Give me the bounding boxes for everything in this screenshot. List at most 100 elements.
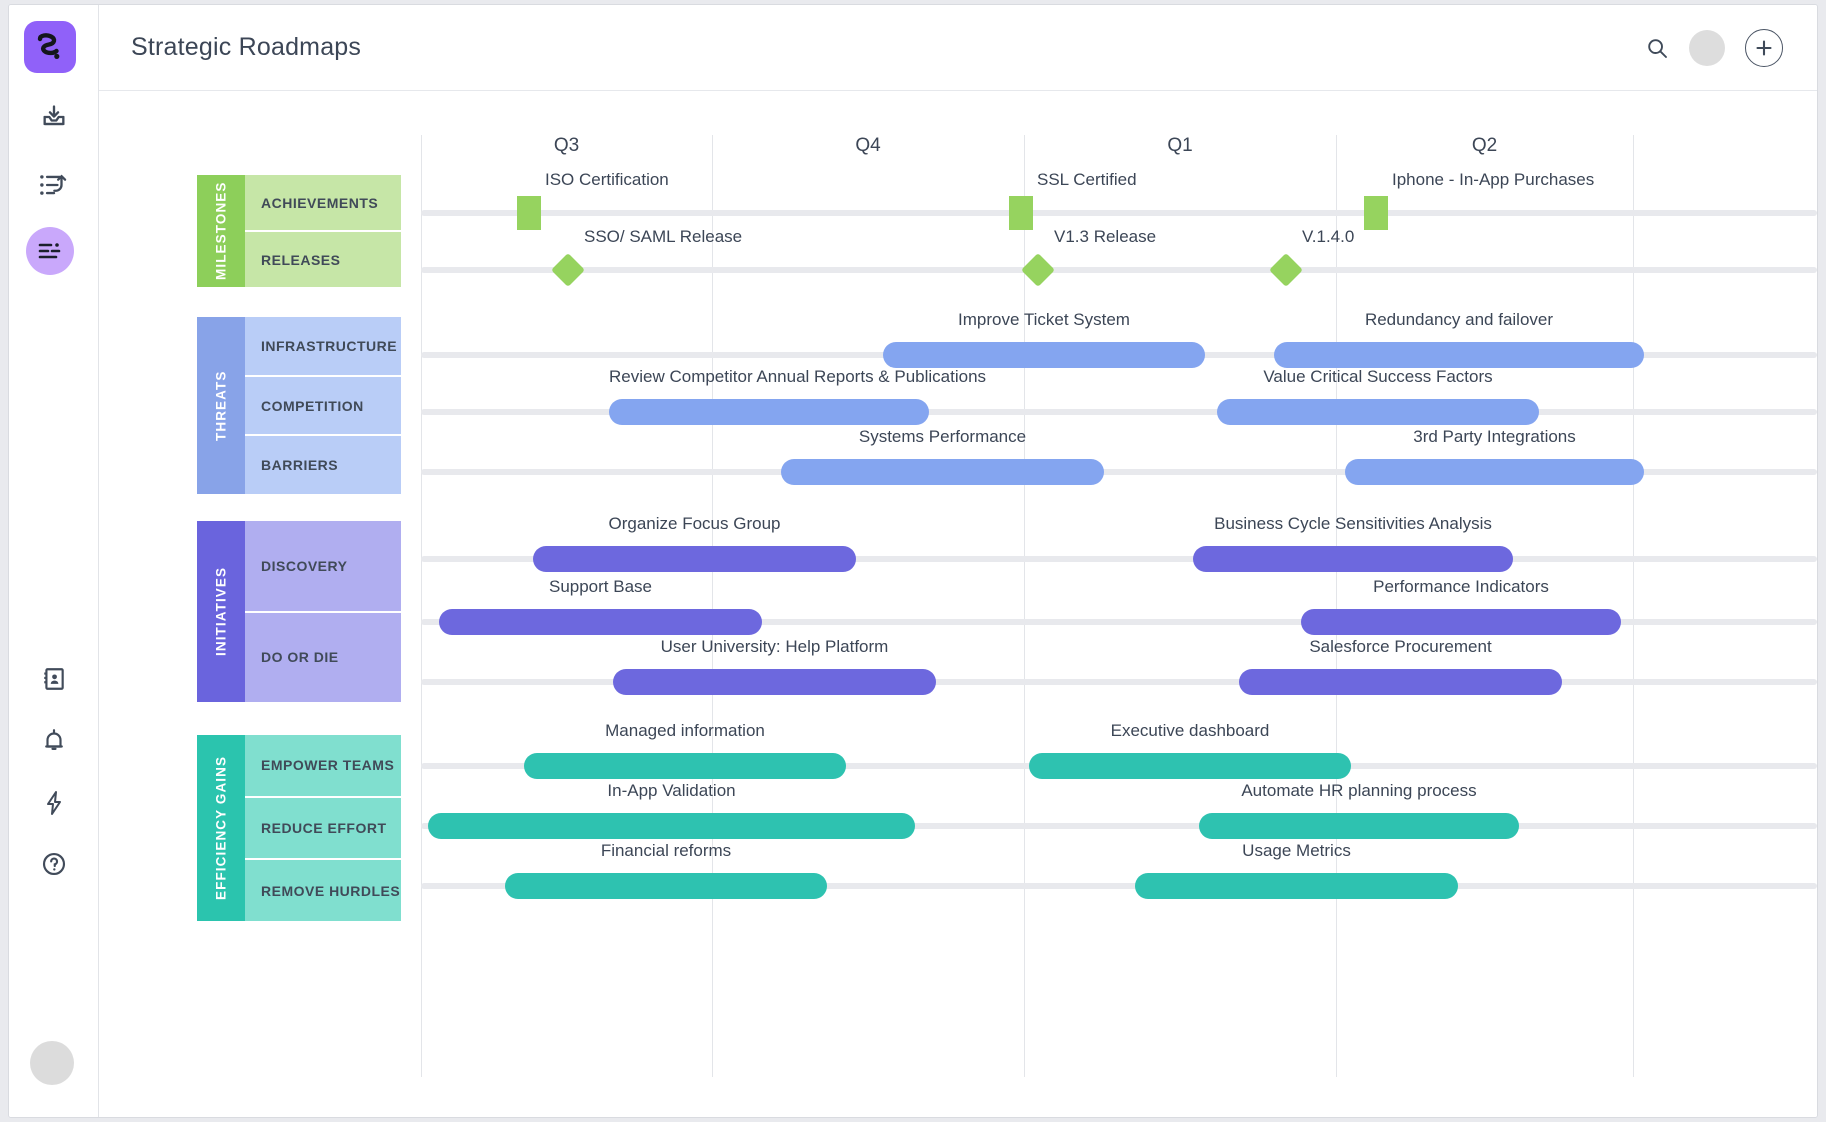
quarter-header-q2: Q2 xyxy=(1471,135,1498,156)
lane-baseline-support xyxy=(421,619,1817,625)
gantt-bar-label: Value Critical Success Factors xyxy=(1263,367,1493,386)
gantt-bar-label: Salesforce Procurement xyxy=(1309,637,1492,656)
category-row-infrastructure[interactable]: INFRASTRUCTURE xyxy=(245,317,401,377)
timeline-gridline xyxy=(1336,135,1337,1077)
lane-baseline-reduce xyxy=(421,823,1817,829)
rail-user-avatar[interactable] xyxy=(30,1041,74,1085)
gantt-bar[interactable] xyxy=(1274,342,1644,368)
milestone-label: ISO Certification xyxy=(545,170,669,189)
category-spine-label: THREATS xyxy=(197,317,245,494)
gantt-bar[interactable] xyxy=(524,753,846,779)
roadmap-filter-icon[interactable] xyxy=(26,227,74,275)
category-row-competition[interactable]: COMPETITION xyxy=(245,376,401,437)
lane-baseline-discovery xyxy=(421,556,1817,562)
gantt-bar-label: In-App Validation xyxy=(607,781,736,800)
contacts-book-icon[interactable] xyxy=(9,659,99,699)
milestone-label: V1.3 Release xyxy=(1054,227,1157,246)
lane-baseline-barriers xyxy=(421,469,1817,475)
gantt-bar[interactable] xyxy=(439,609,762,635)
add-button[interactable] xyxy=(1745,28,1783,67)
timeline-gridline xyxy=(421,135,422,1077)
gantt-bar[interactable] xyxy=(1135,873,1458,899)
lane-baseline-competition xyxy=(421,409,1817,415)
app-logo[interactable] xyxy=(24,21,76,73)
bell-notification-icon[interactable] xyxy=(9,720,99,760)
lightning-bolt-icon[interactable] xyxy=(9,783,99,823)
gantt-bar[interactable] xyxy=(613,669,936,695)
category-row-achievements[interactable]: ACHIEVEMENTS xyxy=(245,175,401,232)
avatar[interactable] xyxy=(1689,29,1725,66)
gantt-bar[interactable] xyxy=(505,873,827,899)
timeline-gridline xyxy=(1024,135,1025,1077)
category-row-barriers[interactable]: BARRIERS xyxy=(245,436,401,495)
milestone-marker-diamond[interactable] xyxy=(1269,253,1303,287)
gantt-bar-label: Improve Ticket System xyxy=(958,310,1130,329)
quarter-header-q3: Q3 xyxy=(553,135,580,156)
top-bar-actions xyxy=(1645,28,1783,67)
gantt-bar-label: Usage Metrics xyxy=(1242,841,1351,860)
search-icon[interactable] xyxy=(1645,36,1669,60)
list-reorder-icon[interactable] xyxy=(9,165,99,205)
gantt-bar-label: Financial reforms xyxy=(600,841,732,860)
milestone-label: SSO/ SAML Release xyxy=(584,227,743,246)
gantt-bar-label: Performance Indicators xyxy=(1373,577,1549,596)
category-spine-label: INITIATIVES xyxy=(197,521,245,702)
timeline-gridline xyxy=(1633,135,1634,1077)
gantt-bar-label: 3rd Party Integrations xyxy=(1413,427,1576,446)
gantt-bar[interactable] xyxy=(1301,609,1621,635)
milestone-marker-square[interactable] xyxy=(1364,196,1388,230)
category-row-releases[interactable]: RELEASES xyxy=(245,232,401,287)
milestone-label: Iphone - In-App Purchases xyxy=(1392,170,1595,189)
category-row-discovery[interactable]: DISCOVERY xyxy=(245,521,401,613)
category-row-empower-teams[interactable]: EMPOWER TEAMS xyxy=(245,735,401,798)
help-question-icon[interactable] xyxy=(9,844,99,884)
gantt-bar[interactable] xyxy=(883,342,1205,368)
gantt-bar[interactable] xyxy=(781,459,1104,485)
gantt-bar[interactable] xyxy=(1193,546,1513,572)
gantt-bar-label: Executive dashboard xyxy=(1110,721,1270,740)
milestone-marker-square[interactable] xyxy=(1009,196,1033,230)
inbox-download-icon[interactable] xyxy=(9,97,99,137)
gantt-bar[interactable] xyxy=(1217,399,1539,425)
gantt-bar-label: Review Competitor Annual Reports & Publi… xyxy=(609,367,987,386)
category-row-reduce-effort[interactable]: REDUCE EFFORT xyxy=(245,797,401,861)
gantt-bar[interactable] xyxy=(1345,459,1644,485)
milestone-marker-diamond[interactable] xyxy=(551,253,585,287)
lane-baseline-achievements xyxy=(421,210,1817,216)
gantt-bar-label: User University: Help Platform xyxy=(660,637,889,656)
gantt-bar-label: Automate HR planning process xyxy=(1241,781,1477,800)
gantt-bar-label: Support Base xyxy=(548,577,652,596)
lane-baseline-releases xyxy=(421,267,1817,273)
category-spine-label: MILESTONES xyxy=(197,175,245,287)
gantt-bar[interactable] xyxy=(1199,813,1519,839)
milestone-marker-square[interactable] xyxy=(517,196,541,230)
gantt-bar-label: Organize Focus Group xyxy=(608,514,781,533)
plus-icon xyxy=(1756,39,1772,56)
squiggle-logo-icon xyxy=(37,33,60,59)
gantt-bar[interactable] xyxy=(1029,753,1351,779)
milestone-label: V.1.4.0 xyxy=(1302,227,1355,246)
milestone-label: SSL Certified xyxy=(1037,170,1137,189)
category-row-do-or-die[interactable]: DO OR DIE xyxy=(245,612,401,702)
timeline-gridline xyxy=(712,135,713,1077)
left-nav-rail xyxy=(9,5,99,1117)
gantt-bar[interactable] xyxy=(609,399,929,425)
gantt-bar-label: Business Cycle Sensitivities Analysis xyxy=(1214,514,1492,533)
gantt-bar-label: Redundancy and failover xyxy=(1364,310,1554,329)
category-row-remove-hurdles[interactable]: REMOVE HURDLES xyxy=(245,860,401,922)
milestone-marker-diamond[interactable] xyxy=(1021,253,1055,287)
gantt-bar[interactable] xyxy=(1239,669,1562,695)
gantt-bar-label: Managed information xyxy=(605,721,765,740)
gantt-bar[interactable] xyxy=(428,813,915,839)
gantt-bar[interactable] xyxy=(533,546,856,572)
